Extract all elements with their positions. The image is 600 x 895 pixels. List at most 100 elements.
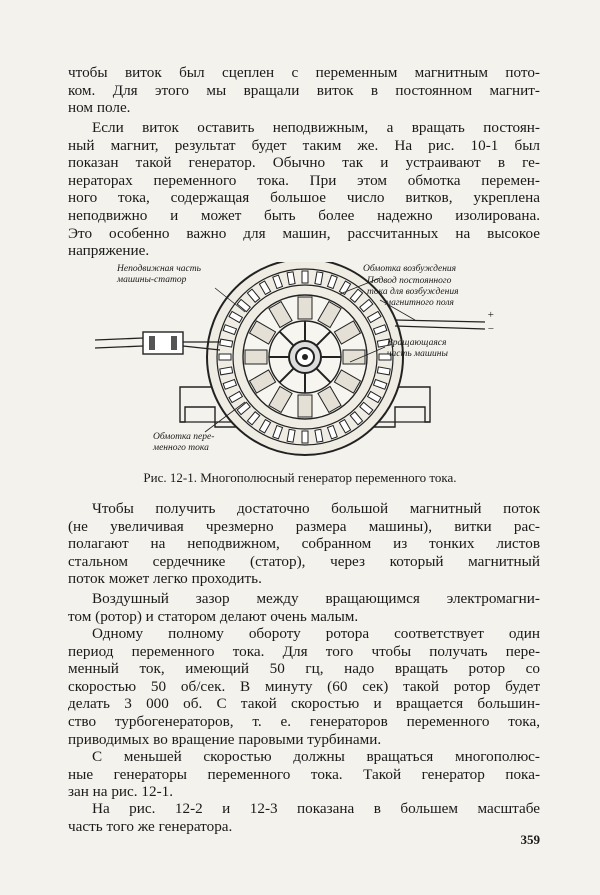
stator-slot <box>314 271 324 286</box>
stator-slot <box>359 298 374 313</box>
label-rotor: Вращающаяся часть машины <box>387 338 448 360</box>
text-line: часть того же генератора. <box>68 817 233 835</box>
rotor-pole <box>342 349 366 365</box>
rotor-pole <box>248 369 277 394</box>
stator-slot <box>366 390 382 404</box>
generator-drawing <box>94 258 486 456</box>
text-line: чтобы виток был сцеплен с переменным маг… <box>68 64 540 81</box>
text-line: Если виток оставить неподвижным, а враща… <box>92 119 540 136</box>
stator-slot <box>258 280 272 296</box>
stator-slot <box>314 428 324 443</box>
text-line: показан такой генератор. Обычно так и ус… <box>68 154 540 172</box>
text-line: ном поле. <box>68 99 131 117</box>
text-line: зан на рис. 12-1. <box>68 783 174 801</box>
text-line: ного тока, содержащая большое число витк… <box>68 189 540 207</box>
stator-slot <box>326 274 338 290</box>
label-line: Обмотка пере- <box>153 432 215 442</box>
label-line: Неподвижная часть <box>117 264 201 274</box>
label-line: менного тока <box>153 443 209 453</box>
rotor-spoke <box>315 330 332 347</box>
text-line: поток может легко проходить. <box>68 570 262 588</box>
stator-slot <box>222 378 238 390</box>
stator-slot <box>246 288 261 303</box>
label-field-winding: Обмотка возбуждения <box>363 264 457 274</box>
rotor-spoke <box>278 330 295 347</box>
stator-slot <box>222 324 238 336</box>
text-line: Это особенно важно для машин, рассчитанн… <box>68 224 540 242</box>
rotor-spoke <box>278 367 295 384</box>
stator-slot <box>338 418 352 434</box>
paragraph-7: На рис. 12-2 и 12-3 показана в большем м… <box>68 800 540 835</box>
label-line: магнитного поля <box>385 298 454 308</box>
stator-slot <box>286 428 296 443</box>
rotor-pole <box>333 369 362 394</box>
paragraph-2: Если виток оставить неподвижным, а враща… <box>68 119 540 260</box>
stator-slot <box>236 298 251 313</box>
text-line: том (ротор) и статором делают очень малы… <box>68 607 359 625</box>
stator-slot <box>372 324 388 336</box>
stator-slot <box>258 418 272 434</box>
text-line: ком. Для этого мы вращали виток в постоя… <box>68 81 540 99</box>
stator-slot <box>246 411 261 426</box>
figure-caption: Рис. 12-1. Многополюсный генератор перем… <box>143 470 457 485</box>
text-line: Воздушный зазор между вращающимся электр… <box>92 590 540 607</box>
stator-slot <box>378 353 392 361</box>
label-line: часть машины <box>387 349 448 359</box>
stator-slot <box>326 424 338 440</box>
text-line: стальном сердечнике (статор), через кото… <box>68 552 540 570</box>
stator-slot <box>272 424 284 440</box>
page-number: 359 <box>520 832 541 847</box>
label-line: тока для возбуждения <box>367 287 459 297</box>
label-dc-supply: Подвод постоянного тока для возбуждения … <box>367 276 459 309</box>
text-line: менный ток, имеющий 50 гц, надо вращать … <box>68 660 540 678</box>
text-line: приводимых во вращение паровыми турбинам… <box>68 730 382 748</box>
stator-slot <box>286 271 296 286</box>
stator-slot <box>236 401 251 416</box>
rotor-pole <box>297 394 313 418</box>
paragraph-5: Одному полному обороту ротора соответств… <box>68 625 540 748</box>
rotor-pole <box>317 300 342 329</box>
text-line: делать 3 000 об. С такой скоростью и вра… <box>68 695 540 713</box>
text-line: скоростью 50 об/сек. В минуту (60 сек) т… <box>68 677 540 695</box>
stator-slot <box>366 310 382 324</box>
stator-slot <box>349 288 364 303</box>
text-line: период переменного тока. Для того чтобы … <box>68 642 540 660</box>
stator-slot <box>349 411 364 426</box>
label-stator: Неподвижная часть машины-статор <box>117 264 201 286</box>
rotor-pole <box>297 296 313 320</box>
stator-slot <box>376 338 391 348</box>
stator-slot <box>301 430 309 444</box>
stator-slot <box>359 401 374 416</box>
text-line: ство турбогенераторов, т. е. генераторов… <box>68 712 540 730</box>
paragraph-3: Чтобы получить достаточно большой магнит… <box>68 500 540 588</box>
generator-figure: Неподвижная часть машины-статор Обмотка … <box>94 258 515 462</box>
rotor-pole <box>244 349 268 365</box>
label-ac-winding: Обмотка пере- менного тока <box>153 432 214 454</box>
text-line: полагают на неподвижном, собранном из то… <box>68 535 540 553</box>
text-line: Чтобы получить достаточно большой магнит… <box>92 500 540 517</box>
rotor-pole <box>333 320 362 345</box>
rotor-pole <box>248 320 277 345</box>
paragraph-4: Воздушный зазор между вращающимся электр… <box>68 590 540 625</box>
rotor-pole <box>268 385 293 414</box>
text-line: ные генераторы переменного тока. Такой г… <box>68 765 540 783</box>
text-line: (не увеличивая чрезмерно размера машины)… <box>68 517 540 535</box>
rotor-spoke <box>315 367 332 384</box>
stator-slot <box>272 274 284 290</box>
label-line: машины-статор <box>117 275 187 285</box>
stator-slot <box>376 366 391 376</box>
label-line: Подвод постоянного <box>367 276 452 286</box>
text-line: На рис. 12-2 и 12-3 показана в большем м… <box>92 800 540 817</box>
stator-slot <box>218 353 232 361</box>
stator-slot <box>372 378 388 390</box>
stator-slot <box>219 338 234 348</box>
stator-slot <box>301 270 309 284</box>
rotor-pole <box>317 385 342 414</box>
text-line: С меньшей скоростью должны вращаться мно… <box>92 748 540 765</box>
text-line: ный магнит, результат будет таким же. На… <box>68 136 540 154</box>
stator-slot <box>219 366 234 376</box>
paragraph-1: чтобы виток был сцеплен с переменным маг… <box>68 64 540 117</box>
rotor-pole <box>268 300 293 329</box>
text-line: Одному полному обороту ротора соответств… <box>92 625 540 642</box>
